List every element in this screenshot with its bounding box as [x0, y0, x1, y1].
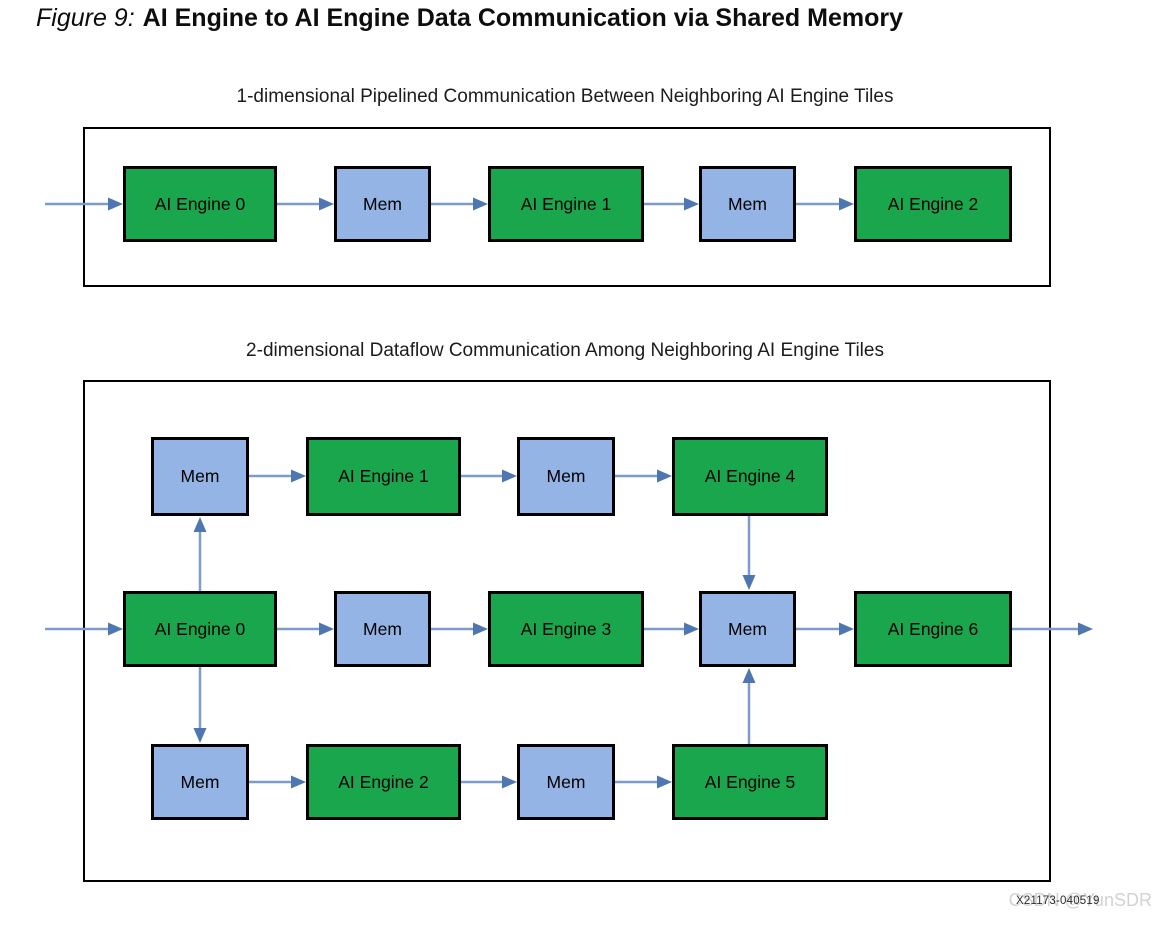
flow-arrow — [742, 668, 756, 744]
node-d2-bot-mem-1: Mem — [517, 744, 615, 820]
figure-title-text: AI Engine to AI Engine Data Communicatio… — [142, 4, 903, 32]
flow-arrow — [193, 667, 207, 743]
figure-title: Figure 9:AI Engine to AI Engine Data Com… — [36, 4, 903, 33]
flow-arrow — [249, 775, 306, 789]
node-d1-ai-engine-2: AI Engine 2 — [854, 166, 1012, 242]
node-d2-bot-mem-0: Mem — [151, 744, 249, 820]
flow-arrow — [796, 197, 854, 211]
flow-arrow — [45, 622, 123, 636]
flow-arrow — [461, 775, 517, 789]
flow-arrow — [431, 622, 488, 636]
node-d2-top-mem-0: Mem — [151, 437, 249, 516]
node-d2-ai-engine-3: AI Engine 3 — [488, 591, 644, 667]
flow-arrow — [431, 197, 488, 211]
diagram1-container — [83, 127, 1051, 287]
flow-arrow — [615, 775, 672, 789]
flow-arrow — [277, 622, 334, 636]
node-d2-mid-mem-0: Mem — [334, 591, 431, 667]
flow-arrow — [45, 197, 123, 211]
diagram2-container — [83, 380, 1051, 882]
node-d1-mem-1: Mem — [699, 166, 796, 242]
flow-arrow — [615, 469, 672, 483]
flow-arrow — [644, 622, 699, 636]
diagram2-heading: 2-dimensional Dataflow Communication Amo… — [246, 340, 884, 361]
flow-arrow — [461, 469, 517, 483]
node-d1-ai-engine-0: AI Engine 0 — [123, 166, 277, 242]
node-d2-ai-engine-0: AI Engine 0 — [123, 591, 277, 667]
diagram1-heading: 1-dimensional Pipelined Communication Be… — [236, 86, 894, 107]
flow-arrow — [193, 517, 207, 591]
document-code: X21173-040519 — [1016, 895, 1100, 907]
flow-arrow — [644, 197, 699, 211]
node-d2-ai-engine-1: AI Engine 1 — [306, 437, 461, 516]
node-d2-ai-engine-2: AI Engine 2 — [306, 744, 461, 820]
node-d1-mem-0: Mem — [334, 166, 431, 242]
node-d1-ai-engine-1: AI Engine 1 — [488, 166, 644, 242]
flow-arrow — [1012, 622, 1093, 636]
node-d2-mid-mem-1: Mem — [699, 591, 796, 667]
figure-number-label: Figure 9: — [36, 4, 135, 32]
watermark: CSDN @YunSDR — [1008, 890, 1152, 910]
node-d2-ai-engine-5: AI Engine 5 — [672, 744, 828, 820]
flow-arrow — [277, 197, 334, 211]
node-d2-ai-engine-4: AI Engine 4 — [672, 437, 828, 516]
flow-arrow — [796, 622, 854, 636]
flow-arrow — [742, 516, 756, 590]
node-d2-ai-engine-6: AI Engine 6 — [854, 591, 1012, 667]
flow-arrow — [249, 469, 306, 483]
node-d2-top-mem-1: Mem — [517, 437, 615, 516]
